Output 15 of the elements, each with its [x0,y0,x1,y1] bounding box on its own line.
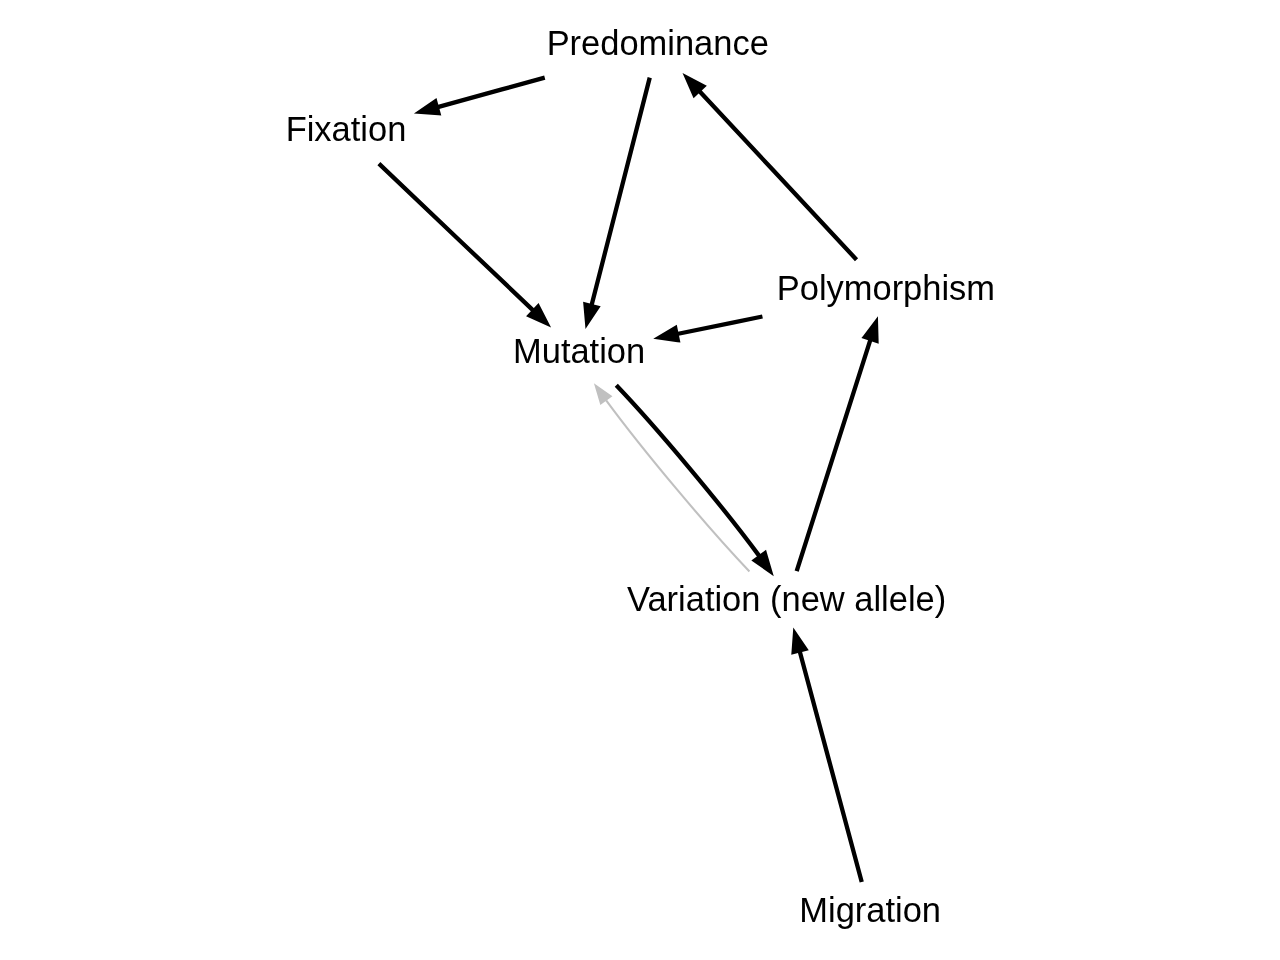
arrow [794,316,879,572]
arrow [376,162,551,328]
arrow [582,77,652,330]
arrow [790,627,864,883]
arrow [682,73,858,262]
node-text: Predominance [546,24,769,63]
node-text: Fixation [285,109,406,148]
node-text: Mutation [512,331,645,370]
node-text: Migration [798,891,941,930]
arrow [593,383,750,573]
node-text: Polymorphism [776,268,995,307]
arrow [413,75,545,116]
arrow [652,314,763,343]
node-text: Variation (new allele) [626,580,946,619]
arrow [614,383,774,577]
